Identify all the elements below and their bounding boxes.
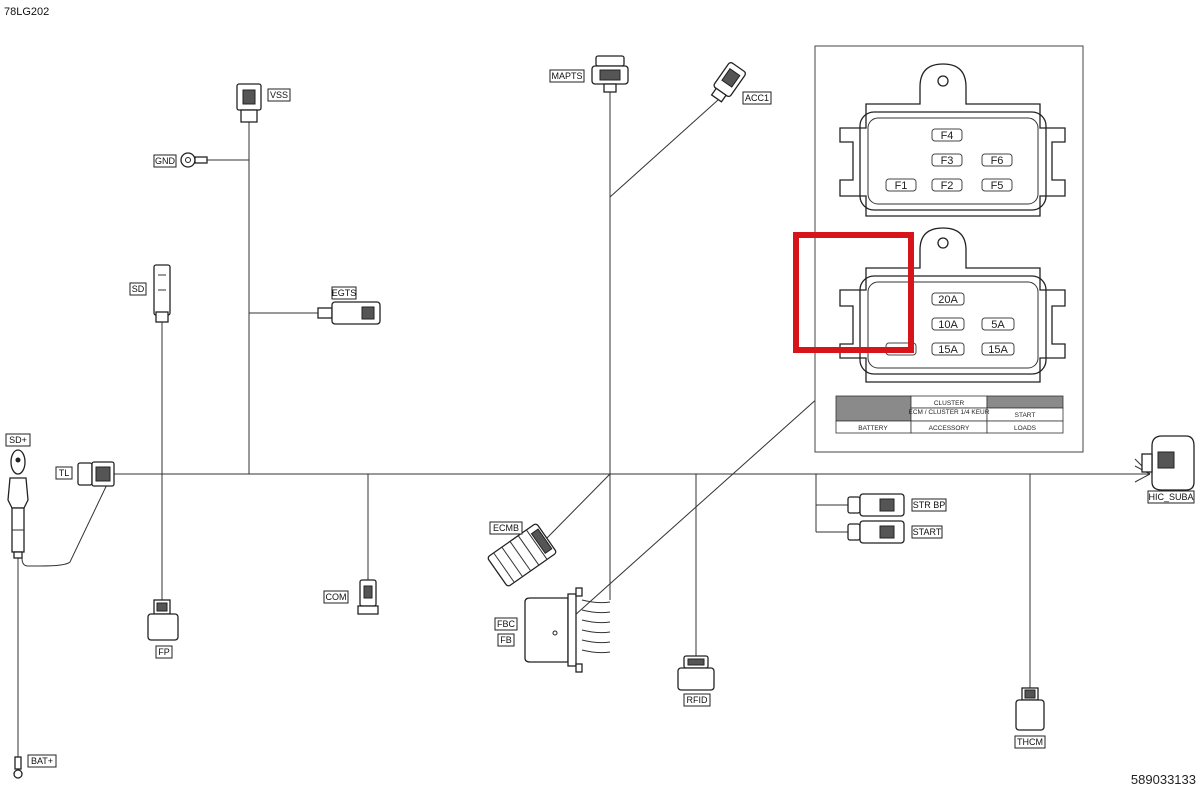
str-bp-label-box bbox=[911, 498, 947, 512]
fuse-f2-label: F2 bbox=[941, 180, 954, 192]
fbc-label-box bbox=[494, 617, 518, 631]
bat-plus-label: BAT+ bbox=[31, 756, 53, 766]
sd-plus-label-box bbox=[5, 433, 31, 447]
egts-label: EGTS bbox=[332, 288, 357, 298]
thcm-connector[interactable] bbox=[1015, 687, 1045, 731]
mapts-connector[interactable] bbox=[591, 55, 629, 93]
fuse-f4 bbox=[931, 128, 963, 142]
fuse-f6 bbox=[981, 153, 1013, 167]
fuse-10a-label: 10A bbox=[938, 319, 958, 331]
gnd-ring-terminal[interactable] bbox=[180, 152, 208, 168]
hic-suba-label: HIC_SUBA bbox=[1148, 492, 1193, 502]
fb-label-box bbox=[497, 633, 515, 647]
drawing-code: 78LG202 bbox=[4, 6, 49, 18]
acc1-label: ACC1 bbox=[745, 93, 769, 103]
legend-ecm-cluster: ECM / CLUSTER 1/4 KEUR bbox=[909, 409, 990, 416]
bat-plus-label-box bbox=[27, 754, 57, 768]
mapts-label: MAPTS bbox=[551, 71, 582, 81]
mapts-label-box bbox=[549, 69, 585, 83]
legend-cluster: CLUSTER bbox=[934, 400, 965, 407]
egts-label-box bbox=[331, 286, 357, 300]
fuse-5a-label: 5A bbox=[991, 319, 1005, 331]
fuse-f5-label: F5 bbox=[991, 180, 1004, 192]
ecmb-label-box bbox=[489, 521, 523, 535]
fbc-label: FBC bbox=[497, 619, 516, 629]
acc1-label-box bbox=[742, 91, 772, 105]
tl-label: TL bbox=[59, 468, 70, 478]
bat-plus-terminal[interactable] bbox=[13, 756, 23, 779]
fuse-15a-2-label: 15A bbox=[988, 344, 1008, 356]
com-connector[interactable] bbox=[357, 579, 379, 615]
sd-connector[interactable] bbox=[153, 264, 171, 323]
com-label: COM bbox=[326, 592, 347, 602]
hic-suba-connector[interactable] bbox=[1141, 435, 1195, 491]
vss-connector[interactable] bbox=[236, 83, 262, 123]
highlight-box bbox=[793, 232, 914, 353]
fuse-f5 bbox=[981, 178, 1013, 192]
fp-label-box bbox=[155, 645, 173, 659]
fuse-box-panel: F4 F3 F6 F1 F2 F5 20A 10A 5A bbox=[814, 45, 1084, 453]
tl-connector[interactable] bbox=[77, 461, 115, 487]
legend-battery: BATTERY bbox=[858, 425, 888, 432]
gnd-label: GND bbox=[155, 156, 176, 166]
ecmb-label: ECMB bbox=[493, 523, 519, 533]
start-connector[interactable] bbox=[847, 520, 905, 544]
fuse-20a-label: 20A bbox=[938, 294, 958, 306]
acc1-connector[interactable] bbox=[708, 62, 746, 105]
upper-fuse-holder bbox=[839, 63, 1066, 217]
str-bp-connector[interactable] bbox=[847, 493, 905, 517]
legend-accessory: ACCESSORY bbox=[929, 425, 970, 432]
com-label-box bbox=[323, 590, 349, 604]
fb-label: FB bbox=[500, 635, 512, 645]
fuse-f3-label: F3 bbox=[941, 155, 954, 167]
fuse-f1 bbox=[885, 178, 917, 192]
legend-loads: LOADS bbox=[1014, 425, 1037, 432]
lower-fuses: 20A 10A 5A 15A 15A bbox=[885, 292, 1015, 356]
thcm-label: THCM bbox=[1017, 737, 1043, 747]
rfid-connector[interactable] bbox=[677, 655, 715, 691]
fbc-connector[interactable] bbox=[524, 587, 611, 673]
fuse-15a-1-label: 15A bbox=[938, 344, 958, 356]
fuse-10a bbox=[931, 317, 965, 331]
fuse-f4-label: F4 bbox=[941, 130, 954, 142]
ecmb-connector[interactable] bbox=[487, 523, 557, 587]
sd-label: SD bbox=[132, 284, 145, 294]
fp-connector[interactable] bbox=[147, 599, 179, 641]
egts-connector[interactable] bbox=[317, 301, 381, 325]
sd-plus-label: SD+ bbox=[9, 435, 27, 445]
sd-label-box bbox=[129, 282, 147, 296]
start-label: START bbox=[913, 527, 942, 537]
fuse-f2 bbox=[931, 178, 963, 192]
sd-plus-sensor[interactable] bbox=[7, 449, 29, 559]
fuse-20a bbox=[931, 292, 965, 306]
fuse-f6-label: F6 bbox=[991, 155, 1004, 167]
fuse-legend-table: CLUSTER ECM / CLUSTER 1/4 KEUR START BAT… bbox=[835, 395, 1064, 434]
fuse-f1-label: F1 bbox=[895, 180, 908, 192]
rfid-label-box bbox=[683, 693, 711, 707]
start-label-box bbox=[911, 525, 943, 539]
upper-fuses: F4 F3 F6 F1 F2 F5 bbox=[885, 128, 1013, 192]
thcm-label-box bbox=[1014, 735, 1046, 749]
vss-label: VSS bbox=[270, 90, 288, 100]
legend-start: START bbox=[1015, 412, 1036, 419]
part-number: 589033133 bbox=[1131, 772, 1196, 787]
fp-label: FP bbox=[158, 647, 170, 657]
str-bp-label: STR BP bbox=[913, 500, 946, 510]
vss-label-box bbox=[267, 88, 291, 102]
hic-suba-label-box bbox=[1147, 490, 1195, 504]
fuse-5a bbox=[981, 317, 1015, 331]
fuse-15a-2 bbox=[981, 342, 1015, 356]
tl-label-box bbox=[55, 466, 73, 480]
rfid-label: RFID bbox=[687, 695, 708, 705]
lower-fuse-holder bbox=[839, 227, 1066, 383]
fuse-f3 bbox=[931, 153, 963, 167]
harness-wires bbox=[17, 92, 1151, 760]
gnd-label-box bbox=[153, 154, 177, 168]
fuse-15a-1 bbox=[931, 342, 965, 356]
